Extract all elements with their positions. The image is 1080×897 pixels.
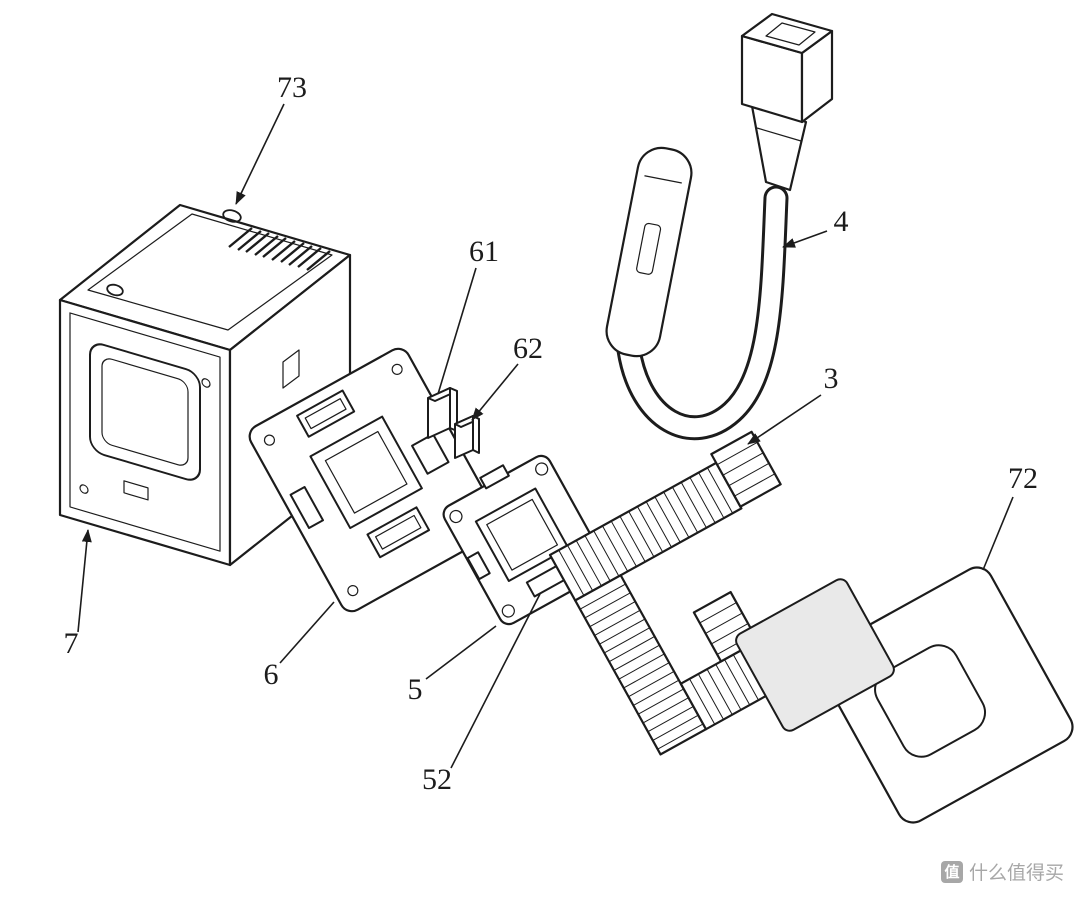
leader-62 <box>471 363 519 421</box>
board-left-component <box>289 486 324 530</box>
part-label-3: 3 <box>824 362 839 395</box>
plug-socket-hole <box>765 22 816 46</box>
enclosure-inner-rim <box>87 213 333 331</box>
heatsink-left-bar <box>574 574 708 756</box>
heatsink-stub-grooves <box>699 602 755 655</box>
heatsink-block-grooves <box>716 441 776 497</box>
cable-assembly-part-4 <box>605 12 834 441</box>
bracket-hole-tl <box>449 509 463 524</box>
board-top-connector <box>296 389 356 438</box>
part-label-52: 52 <box>422 763 452 796</box>
watermark-text: 什么值得买 <box>968 863 1064 884</box>
plug-collar-line <box>756 127 802 142</box>
board-bottom-connector-inner <box>375 514 422 550</box>
screw-hole-73 <box>222 209 242 223</box>
connector-part-62 <box>454 415 480 459</box>
board-center-inner <box>324 430 408 514</box>
part-label-61: 61 <box>469 235 499 268</box>
leader-4 <box>782 230 828 248</box>
cable-body <box>619 188 786 438</box>
thermal-pad-sheet <box>735 578 895 732</box>
front-recess <box>89 343 201 481</box>
leader-7 <box>77 529 92 633</box>
part-label-62: 62 <box>513 332 543 365</box>
part-label-73: 73 <box>277 71 307 104</box>
watermark: 值 什么值得买 <box>940 858 1064 885</box>
flat-connector-body <box>605 146 693 358</box>
bracket-hole-tr <box>535 462 549 476</box>
heatsink-part-3 <box>548 430 785 756</box>
leader-61 <box>437 267 477 395</box>
heatsink-top-fins <box>558 467 734 596</box>
bracket-hole-bl <box>501 604 515 618</box>
vent-slots <box>228 227 331 271</box>
board-hole-tr <box>391 363 403 375</box>
part-label-4: 4 <box>834 205 849 238</box>
leader-5 <box>425 625 497 680</box>
front-slot <box>123 480 149 501</box>
flat-connector-window <box>636 222 662 275</box>
front-inner-rim <box>69 312 221 552</box>
part-label-6: 6 <box>264 658 279 691</box>
front-hole-b <box>79 484 89 494</box>
leader-6 <box>279 601 335 664</box>
leader-3 <box>747 394 822 445</box>
leader-52 <box>450 593 541 769</box>
connector62-side <box>472 415 480 454</box>
part-label-7: 7 <box>64 627 79 660</box>
part-label-5: 5 <box>408 673 423 706</box>
front-recess-inner <box>101 358 189 466</box>
board-hole-bl <box>347 585 359 597</box>
flat-connector-seam <box>644 175 682 184</box>
leader-72 <box>982 496 1014 571</box>
board-bottom-connector <box>366 506 431 559</box>
back-plate-window <box>874 644 986 758</box>
flange-hole <box>106 283 124 297</box>
flat-connector <box>605 146 693 358</box>
back-plate-part-72 <box>816 566 1074 824</box>
part-label-72: 72 <box>1008 462 1038 495</box>
bracket-center-inner <box>486 498 559 571</box>
plug-top-face <box>740 12 834 55</box>
board-right-component <box>411 433 450 475</box>
heatsink-connector-block-3 <box>710 430 782 508</box>
thermal-pad <box>735 578 895 732</box>
front-hole-a <box>201 378 211 388</box>
side-slot <box>282 349 300 389</box>
board-center-cutout <box>309 415 423 530</box>
heatsink-left-fins <box>579 583 704 750</box>
bracket-top-tab <box>479 464 510 490</box>
enclosure-front-details <box>69 312 221 552</box>
connector-part-61 <box>427 387 458 439</box>
board-top-connector-inner <box>304 398 347 430</box>
watermark-logo-icon: 值 <box>940 860 963 883</box>
leader-73 <box>235 103 285 205</box>
bracket-center-frame <box>474 487 570 582</box>
bracket-left-tab <box>466 551 491 581</box>
board-hole-tl <box>263 434 276 446</box>
